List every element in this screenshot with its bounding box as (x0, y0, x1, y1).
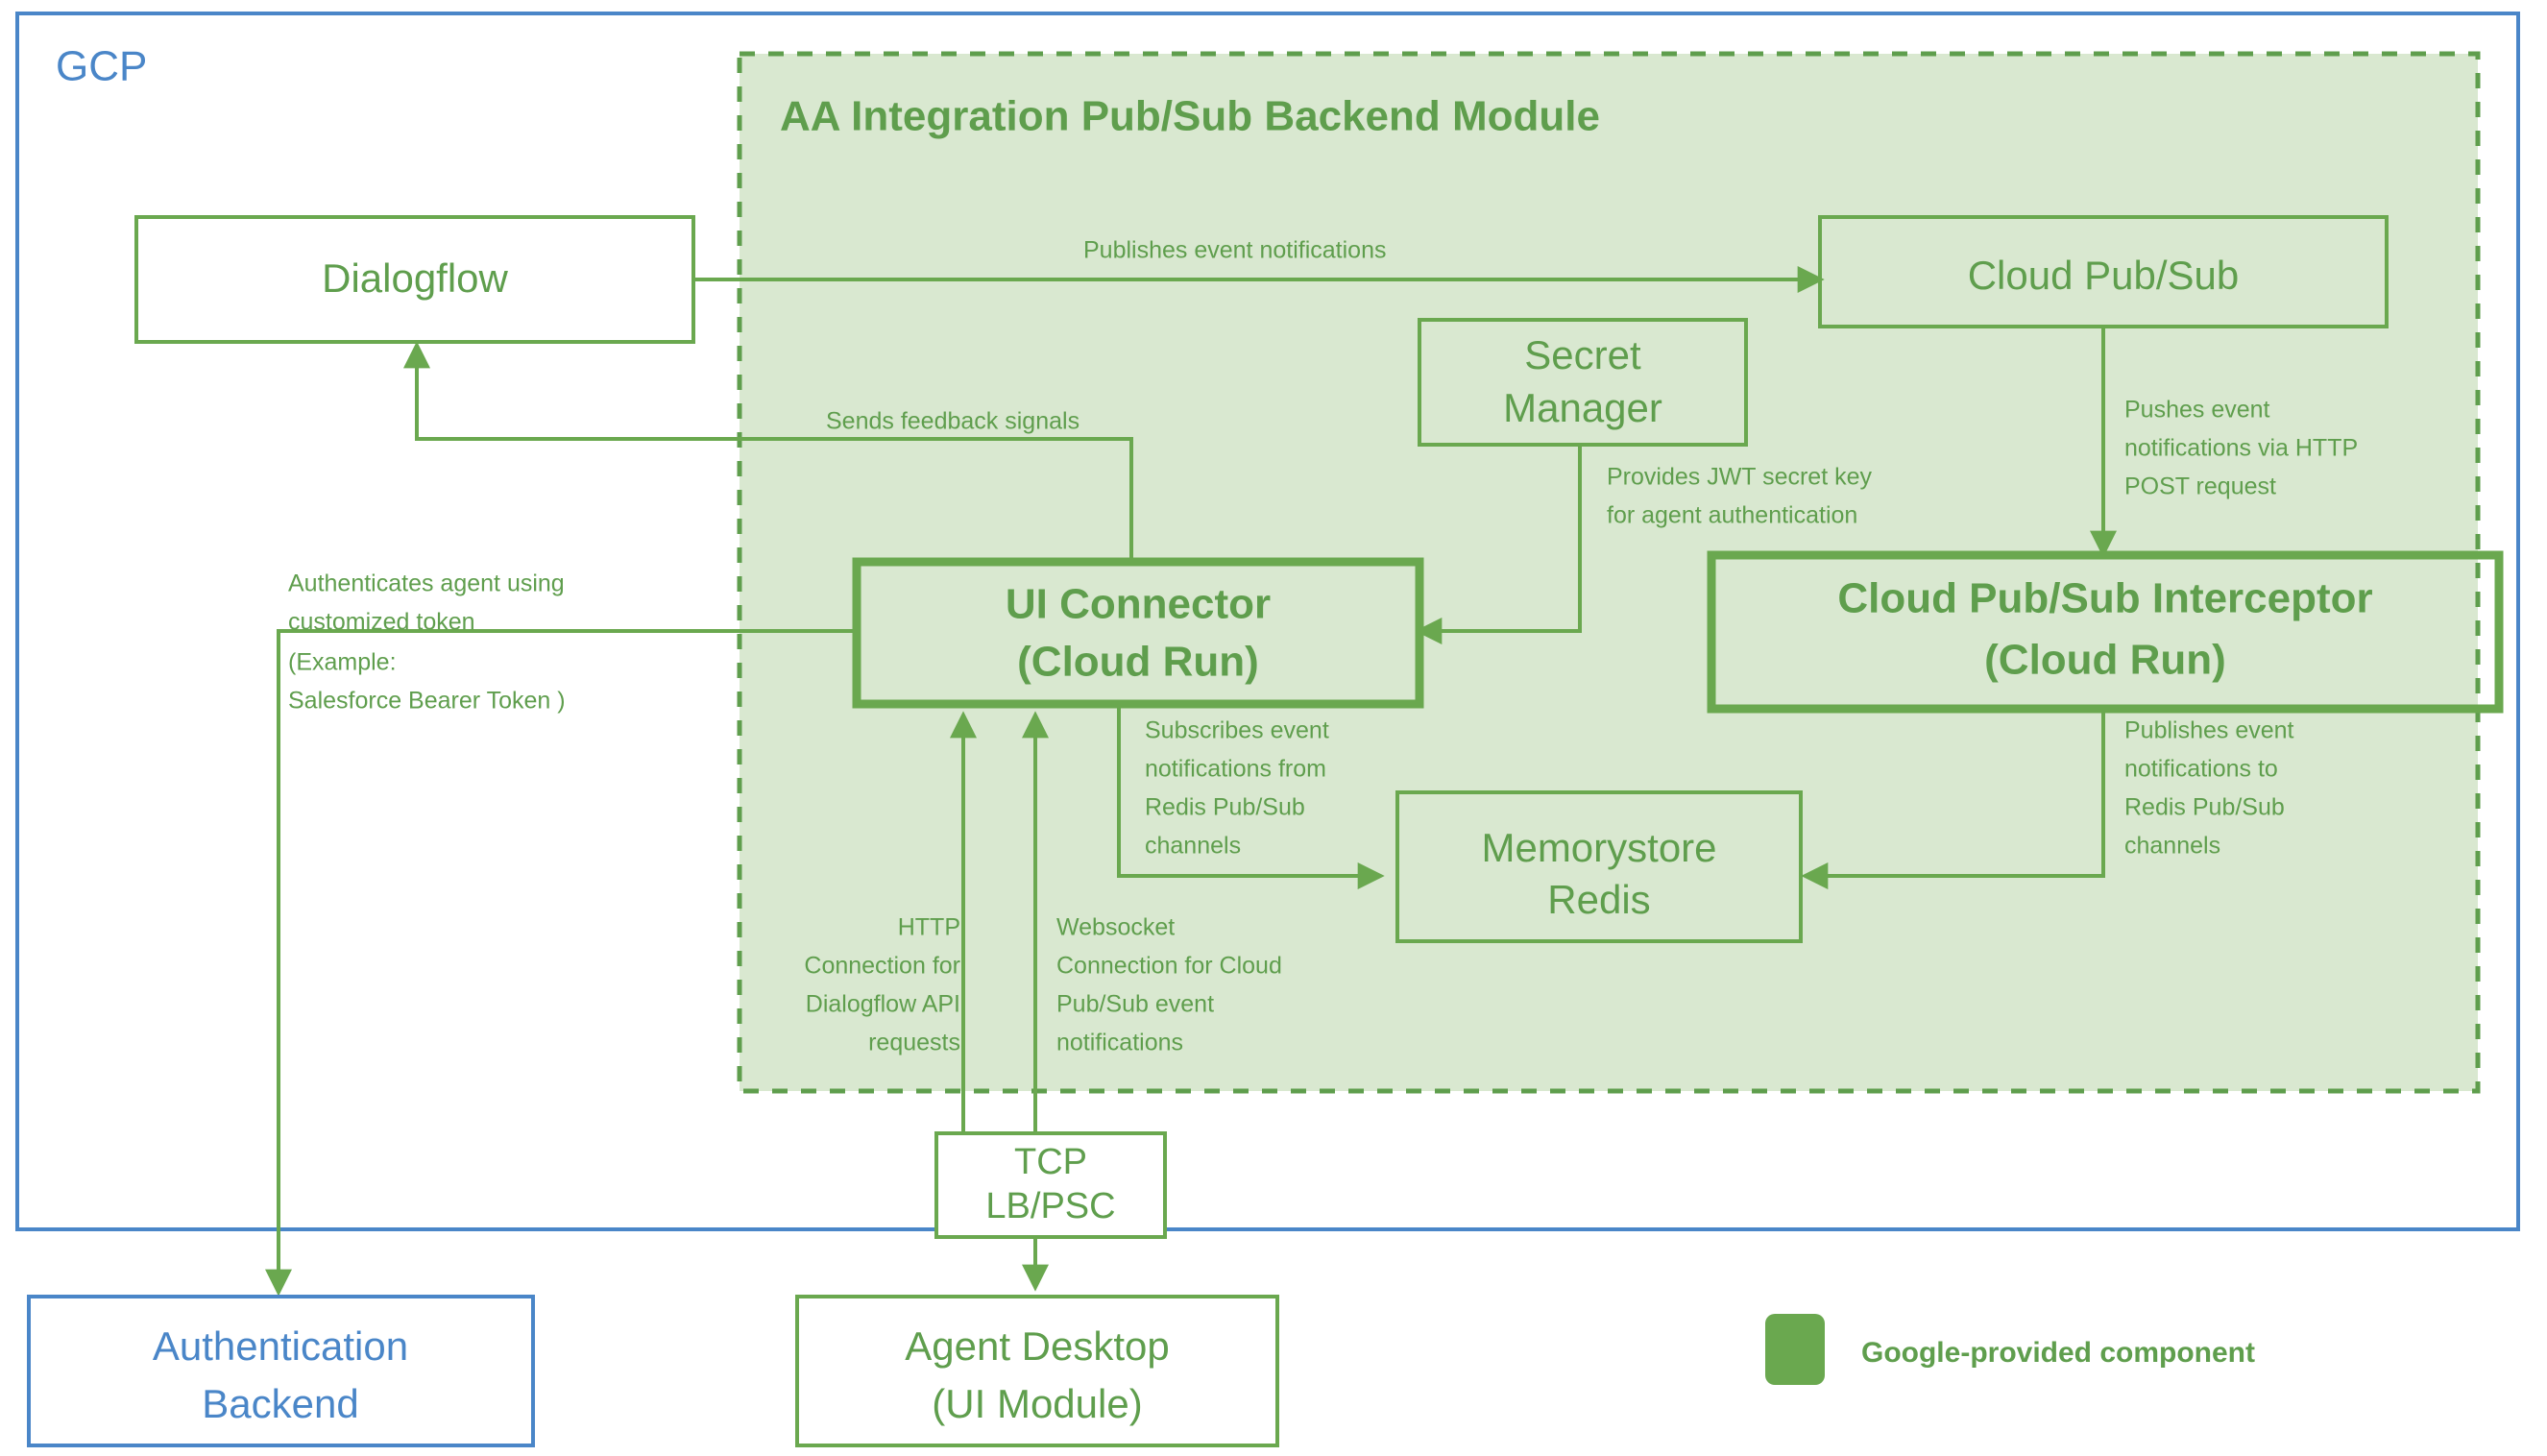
edge-label-websocket-1: Websocket (1056, 914, 1175, 941)
edge-label-authenticates-2: customized token (288, 609, 475, 636)
legend-swatch-icon (1765, 1314, 1825, 1385)
node-agent-desktop-label-2: (UI Module) (932, 1381, 1142, 1426)
node-authentication-backend-box (27, 1295, 535, 1447)
node-secret-manager-label-2: Manager (1503, 385, 1662, 430)
node-secret-manager-label-1: Secret (1524, 332, 1641, 377)
gcp-label: GCP (56, 43, 147, 90)
edge-label-websocket-3: Pub/Sub event (1056, 991, 1214, 1018)
edge-label-pushes-event-2: notifications via HTTP (2124, 435, 2358, 462)
node-cloud-pubsub-box (1818, 215, 2389, 328)
edge-interceptor-to-redis (1801, 711, 2105, 889)
edge-uiconnector-to-dialogflow (403, 341, 1133, 565)
node-tcp-lb-psc-label-1: TCP (1014, 1142, 1087, 1182)
legend: Google-provided component (1765, 1314, 2255, 1385)
edge-label-provides-jwt-1: Provides JWT secret key (1607, 464, 1873, 491)
edge-label-pushes-event-1: Pushes event (2124, 397, 2270, 424)
node-agent-desktop-box (795, 1295, 1279, 1447)
node-cloud-pubsub-label: Cloud Pub/Sub (1968, 253, 2240, 298)
node-cloud-pubsub[interactable]: Cloud Pub/Sub (1818, 215, 2389, 328)
node-cloud-pubsub-interceptor-box (1707, 550, 2504, 714)
node-dialogflow-label: Dialogflow (322, 255, 508, 301)
node-memorystore-redis-label-1: Memorystore (1481, 825, 1716, 870)
node-memorystore-redis-box (1395, 790, 1803, 943)
edge-label-publishes-redis-4: channels (2124, 833, 2220, 860)
node-tcp-lb-psc-box (934, 1131, 1167, 1239)
node-agent-desktop[interactable]: Agent Desktop (UI Module) (795, 1295, 1279, 1447)
node-tcp-lb-psc[interactable]: TCP LB/PSC (934, 1131, 1167, 1239)
node-cloud-pubsub-interceptor-label-1: Cloud Pub/Sub Interceptor (1837, 575, 2372, 622)
node-secret-manager-box (1418, 318, 1748, 447)
node-agent-desktop-label-1: Agent Desktop (905, 1323, 1170, 1369)
edge-label-authenticates-4: Salesforce Bearer Token ) (288, 688, 566, 715)
node-authentication-backend-label-2: Backend (202, 1381, 358, 1426)
node-dialogflow-box (134, 215, 695, 344)
module-boundary (737, 51, 2481, 1094)
edge-label-websocket-4: notifications (1056, 1030, 1183, 1056)
edge-label-http-2: Connection for (804, 953, 960, 980)
node-memorystore-redis[interactable]: Memorystore Redis (1395, 790, 1803, 943)
edge-label-authenticates-3: (Example: (288, 649, 397, 676)
node-cloud-pubsub-interceptor[interactable]: Cloud Pub/Sub Interceptor (Cloud Run) (1707, 550, 2504, 714)
node-ui-connector-label-2: (Cloud Run) (1017, 639, 1259, 686)
edge-label-authenticates-1: Authenticates agent using (288, 570, 565, 597)
legend-label: Google-provided component (1861, 1337, 2255, 1369)
edge-label-subscribes-2: notifications from (1145, 756, 1326, 783)
edge-label-subscribes-3: Redis Pub/Sub (1145, 794, 1305, 821)
module-title: AA Integration Pub/Sub Backend Module (780, 93, 1600, 140)
edge-label-http-1: HTTP (898, 914, 960, 941)
edge-label-publishes-redis-2: notifications to (2124, 756, 2278, 783)
node-authentication-backend-label-1: Authentication (153, 1323, 408, 1369)
edge-label-sends-feedback-signals: Sends feedback signals (826, 408, 1079, 435)
node-cloud-pubsub-interceptor-label-2: (Cloud Run) (1984, 637, 2226, 684)
edge-label-subscribes-4: channels (1145, 833, 1241, 860)
edge-label-publishes-redis-1: Publishes event (2124, 717, 2294, 744)
node-dialogflow[interactable]: Dialogflow (134, 215, 695, 344)
node-tcp-lb-psc-label-2: LB/PSC (985, 1186, 1115, 1226)
node-ui-connector-box (852, 557, 1424, 709)
node-ui-connector-label-1: UI Connector (1006, 581, 1271, 628)
edge-uiconnector-to-redis (1117, 701, 1385, 889)
edge-label-publishes-event-notifications: Publishes event notifications (1083, 237, 1386, 264)
edge-secretmanager-to-uiconnector (1415, 445, 1582, 644)
edge-label-websocket-2: Connection for Cloud (1056, 953, 1282, 980)
edge-uiconnector-to-authbackend (265, 629, 857, 1297)
edge-label-subscribes-1: Subscribes event (1145, 717, 1329, 744)
edge-label-pushes-event-3: POST request (2124, 473, 2276, 500)
node-memorystore-redis-label-2: Redis (1547, 877, 1650, 922)
edge-label-http-4: requests (868, 1030, 960, 1056)
edge-label-http-3: Dialogflow API (806, 991, 960, 1018)
node-ui-connector[interactable]: UI Connector (Cloud Run) (852, 557, 1424, 709)
node-authentication-backend[interactable]: Authentication Backend (27, 1295, 535, 1447)
node-secret-manager[interactable]: Secret Manager (1418, 318, 1748, 447)
edge-label-publishes-redis-3: Redis Pub/Sub (2124, 794, 2285, 821)
edge-label-provides-jwt-2: for agent authentication (1607, 502, 1857, 529)
